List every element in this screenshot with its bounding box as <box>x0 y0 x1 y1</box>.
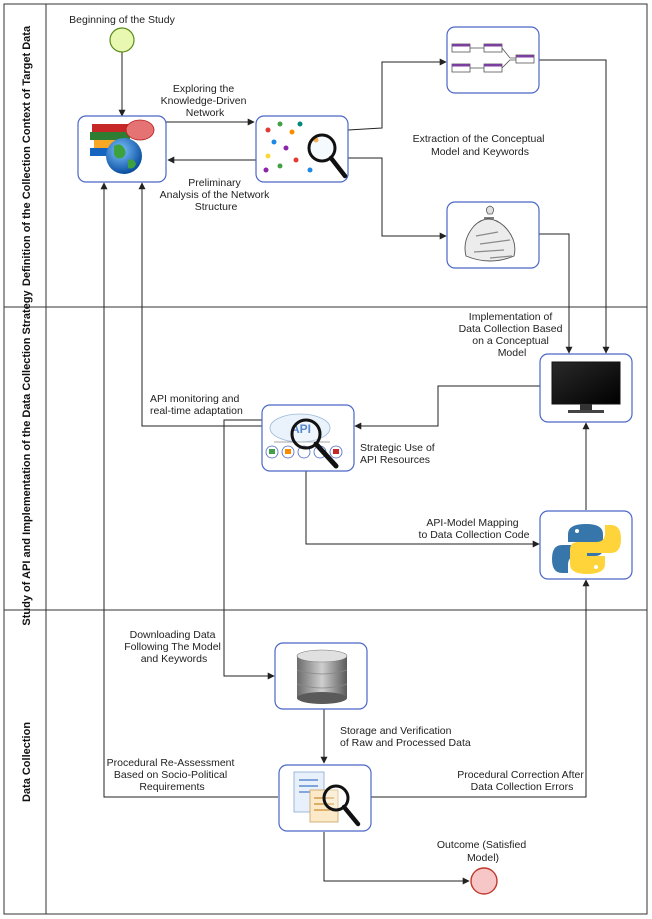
label-implementation-line-2: Data Collection Based <box>459 323 563 335</box>
label-preliminary-line-2: Analysis of the Network <box>160 189 270 201</box>
lane-title-data-collection: Data Collection <box>21 722 33 802</box>
label-implementation-line-1: Implementation of <box>469 311 553 323</box>
end-event-label-line-1: Outcome (Satisfied <box>437 839 526 851</box>
end-event <box>470 867 498 895</box>
label-downloading: Downloading Data Following The Model and… <box>124 629 224 665</box>
keywords-bag-icon <box>464 205 516 262</box>
label-storage-line-1: Storage and Verification <box>340 725 452 737</box>
label-downloading-line-1: Downloading Data <box>130 629 216 641</box>
network-magnifier-icon <box>263 121 348 179</box>
label-preliminary-line-3: Structure <box>195 201 238 213</box>
label-correction-line-2: Data Collection Errors <box>471 781 574 793</box>
label-storage: Storage and Verification of Raw and Proc… <box>340 725 471 749</box>
label-extraction-line-1: Extraction of the Conceptual <box>413 133 545 145</box>
label-reassessment-line-1: Procedural Re-Assessment <box>107 757 235 769</box>
end-event-label-line-2: Model) <box>467 852 499 864</box>
label-correction: Procedural Correction After Data Collect… <box>457 769 587 793</box>
connector-api-to-python <box>305 470 540 548</box>
label-api-model-mapping-line-2: to Data Collection Code <box>419 529 530 541</box>
database-node <box>274 642 368 710</box>
document-review-node <box>278 764 372 832</box>
label-exploring-network: Exploring the Knowledge-Driven Network <box>161 83 250 119</box>
diagram-frame <box>3 3 648 915</box>
api-magnifier-icon: API <box>265 413 343 469</box>
lane-title-api-study: Study of API and Implementation of the D… <box>21 290 33 626</box>
connector-api-to-books <box>138 182 262 427</box>
end-event-label: Outcome (Satisfied Model) <box>437 839 529 864</box>
label-extraction: Extraction of the Conceptual Model and K… <box>413 133 548 158</box>
python-node <box>539 510 633 580</box>
conceptual-model-icon <box>451 43 535 73</box>
connector-monitor-to-api <box>354 385 540 430</box>
connector-api-to-database <box>223 419 275 680</box>
database-icon <box>296 649 348 704</box>
monitor-icon <box>551 361 621 413</box>
label-implementation-line-3: on a Conceptual <box>472 335 548 347</box>
start-event <box>109 27 135 53</box>
label-reassessment-line-3: Requirements <box>139 781 204 793</box>
document-magnifier-icon <box>293 771 361 827</box>
label-reassessment-line-2: Based on Socio-Political <box>114 769 227 781</box>
start-event-label: Beginning of the Study <box>69 14 175 26</box>
connector-network-to-model <box>347 58 447 131</box>
label-extraction-line-2: Model and Keywords <box>431 146 529 158</box>
label-implementation-line-4: Model <box>498 347 527 359</box>
label-reassessment: Procedural Re-Assessment Based on Socio-… <box>107 757 238 793</box>
label-api-model-mapping-line-1: API-Model Mapping <box>426 517 518 529</box>
conceptual-model-node <box>446 26 540 94</box>
network-node <box>255 115 349 183</box>
label-strategic-use-line-2: API Resources <box>360 454 430 466</box>
connector-review-to-books <box>100 182 278 798</box>
api-node: API <box>261 404 355 472</box>
label-downloading-line-3: and Keywords <box>141 653 208 665</box>
connector-review-to-python <box>370 579 590 798</box>
lane-title-definition: Definition of the Collection Context of … <box>21 25 33 286</box>
python-icon <box>552 524 621 574</box>
label-api-monitoring-line-1: API monitoring and <box>150 393 239 405</box>
label-implementation: Implementation of Data Collection Based … <box>459 311 566 359</box>
books-globe-icon <box>90 119 155 174</box>
connector-model-to-monitor <box>539 59 610 354</box>
swimlanes: Definition of the Collection Context of … <box>3 3 648 915</box>
label-api-model-mapping: API-Model Mapping to Data Collection Cod… <box>419 517 530 541</box>
monitor-node <box>539 353 633 423</box>
label-downloading-line-2: Following The Model <box>124 641 221 653</box>
keywords-bag-node <box>446 201 540 269</box>
label-api-monitoring-line-2: real-time adaptation <box>150 405 243 417</box>
label-api-monitoring: API monitoring and real-time adaptation <box>150 393 243 417</box>
connector-network-to-keywords <box>348 157 447 240</box>
books-globe-node <box>77 115 167 183</box>
connector-keywords-to-monitor <box>539 233 573 354</box>
label-preliminary-line-1: Preliminary <box>188 177 241 189</box>
label-correction-line-1: Procedural Correction After <box>457 769 584 781</box>
label-exploring-line-1: Exploring the <box>173 83 234 95</box>
label-storage-line-2: of Raw and Processed Data <box>340 737 471 749</box>
label-exploring-line-3: Network <box>186 107 225 119</box>
connector-review-to-outcome <box>323 832 470 885</box>
label-strategic-use-line-1: Strategic Use of <box>360 442 435 454</box>
label-preliminary-analysis: Preliminary Analysis of the Network Stru… <box>160 177 273 213</box>
label-strategic-use: Strategic Use of API Resources <box>360 442 438 466</box>
connectors <box>100 52 610 885</box>
label-exploring-line-2: Knowledge-Driven <box>161 95 247 107</box>
